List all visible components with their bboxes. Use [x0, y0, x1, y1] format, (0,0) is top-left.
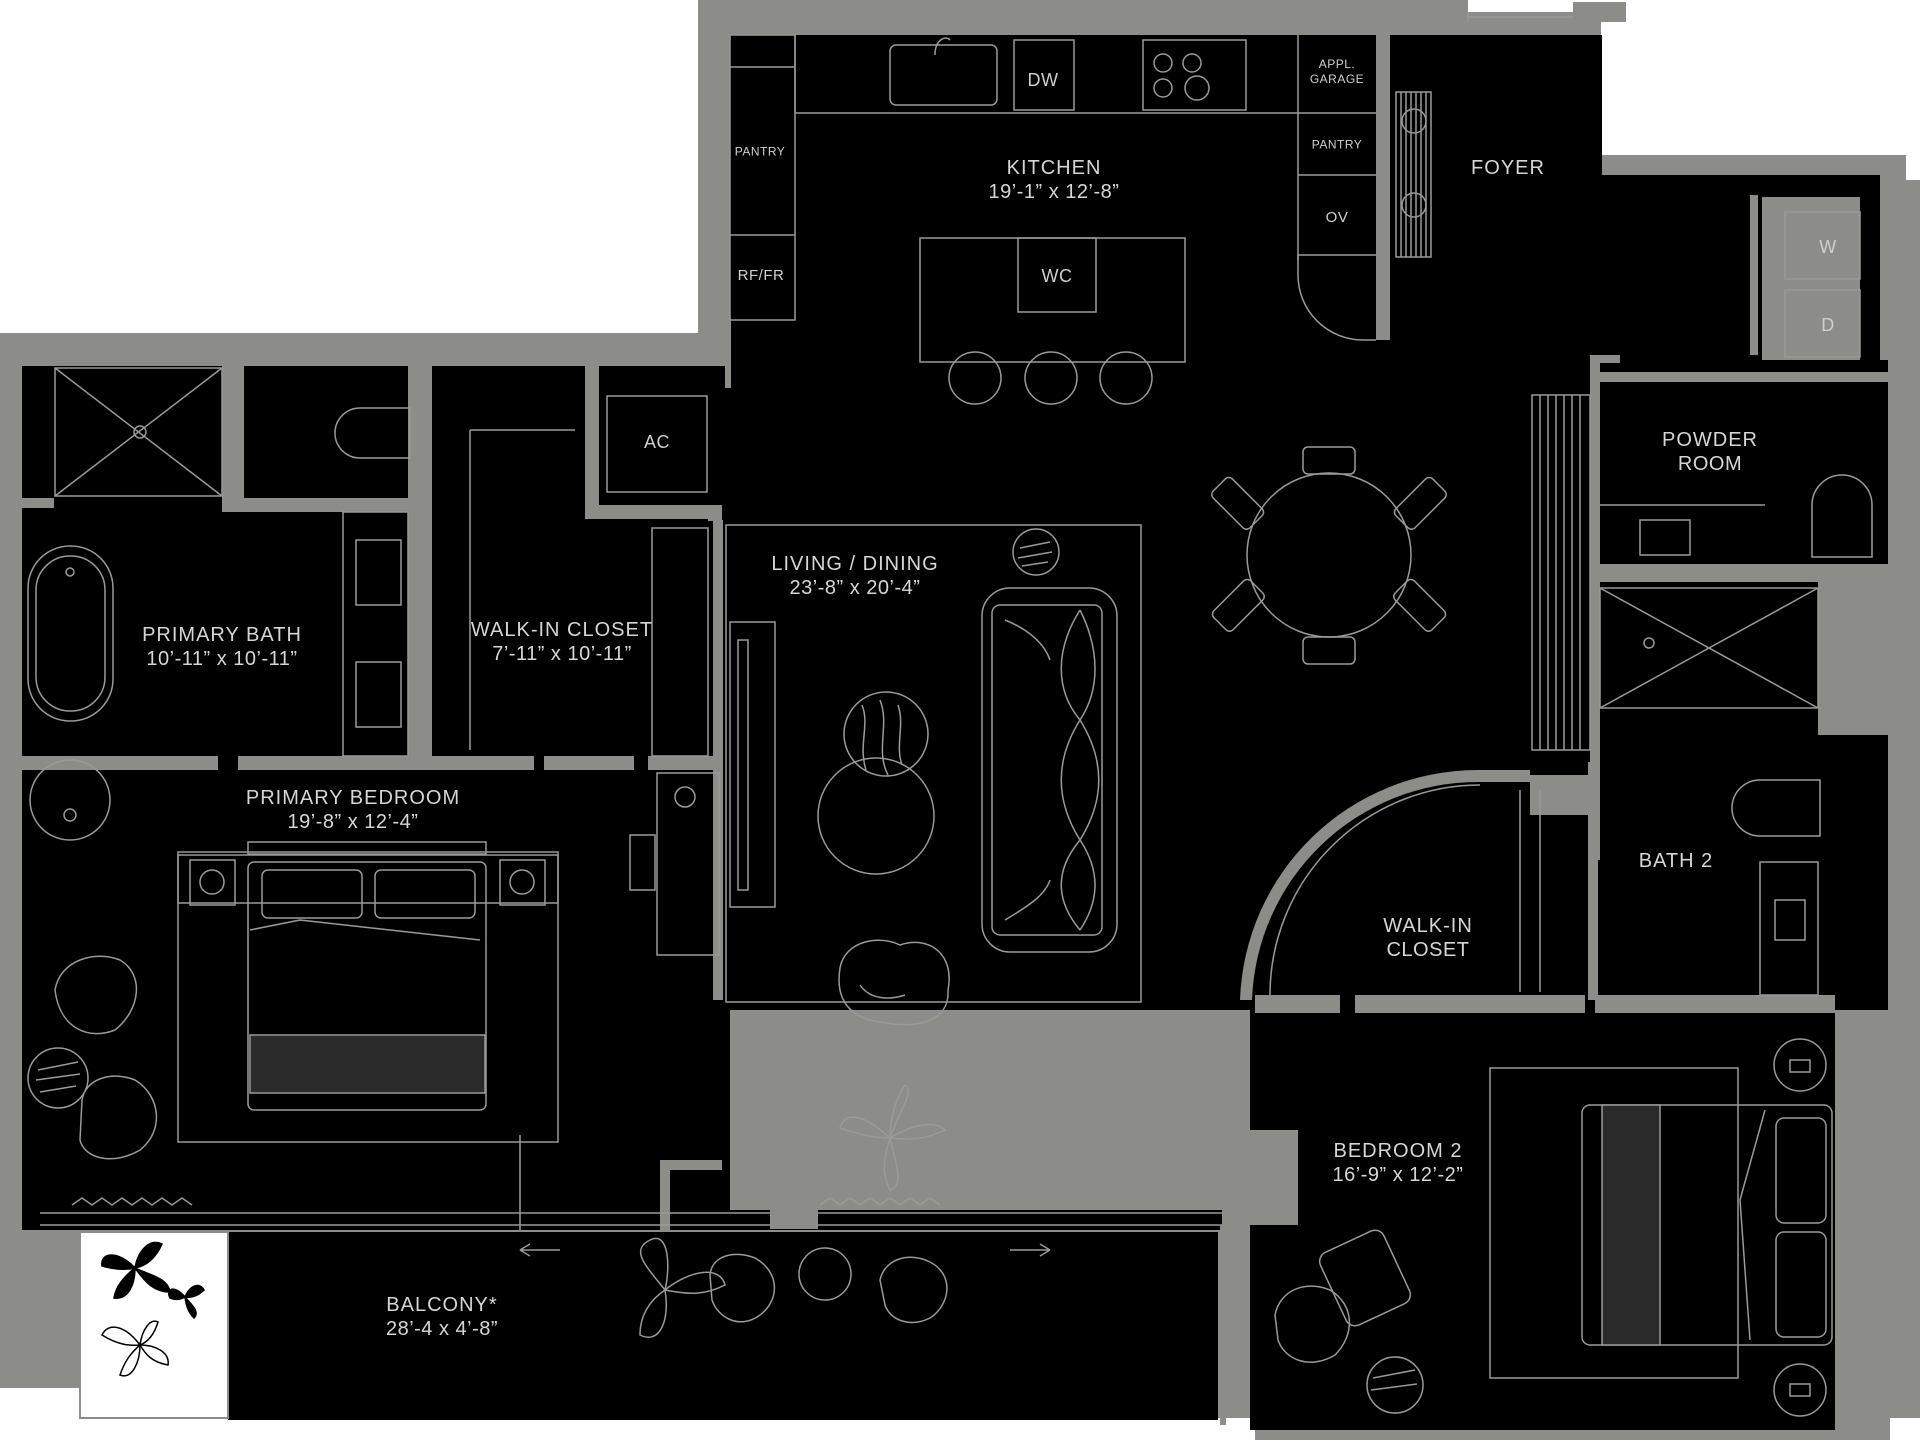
- living-dining-label: LIVING / DINING 23’-8” x 20’-4”: [771, 552, 938, 600]
- refrigerator-label: RF/FR: [737, 267, 785, 284]
- living-dims: 23’-8” x 20’-4”: [789, 577, 921, 599]
- ac-label: AC: [643, 432, 671, 452]
- primary-bedroom-label: PRIMARY BEDROOM 19’-8” x 12’-4”: [246, 786, 460, 834]
- balcony-label: BALCONY* 28’-4 x 4’-8”: [386, 1293, 498, 1341]
- bath-2-label: BATH 2: [1639, 849, 1714, 873]
- appl-line2: GARAGE: [1309, 72, 1365, 86]
- bedroom-2-name: BEDROOM 2: [1333, 1140, 1463, 1162]
- wine-cooler-label: WC: [1041, 266, 1073, 286]
- walk-in-2-line1: WALK-IN: [1383, 915, 1473, 937]
- dryer-label: D: [1821, 315, 1835, 335]
- foyer-name: FOYER: [1471, 157, 1545, 179]
- powder-line1: POWDER: [1662, 429, 1758, 451]
- kitchen-label: KITCHEN 19’-1” x 12’-8”: [989, 156, 1120, 204]
- primary-bath-label: PRIMARY BATH 10’-11” x 10’-11”: [142, 623, 302, 671]
- walk-in-closet-dims: 7’-11” x 10’-11”: [492, 643, 632, 665]
- primary-bath-name: PRIMARY BATH: [142, 624, 302, 646]
- primary-bedroom-name: PRIMARY BEDROOM: [245, 787, 461, 809]
- planter-circle: [767, 1135, 815, 1183]
- walk-in-2-line2: CLOSET: [1386, 939, 1470, 961]
- line-work: [27, 12, 1873, 1417]
- washer-label: W: [1819, 237, 1837, 257]
- powder-line2: ROOM: [1677, 453, 1743, 475]
- living-name: LIVING / DINING: [771, 553, 939, 575]
- appl-line1: APPL.: [1318, 57, 1356, 71]
- kitchen-dims: 19’-1” x 12’-8”: [988, 181, 1120, 203]
- pantry-right-label: PANTRY: [1311, 137, 1363, 152]
- oven-label: OV: [1325, 209, 1349, 226]
- balcony-dims: 28’-4 x 4’-8”: [385, 1318, 499, 1340]
- kitchen-name: KITCHEN: [1006, 157, 1102, 179]
- balcony-name: BALCONY*: [386, 1294, 498, 1316]
- walk-in-closet-name: WALK-IN CLOSET: [470, 619, 654, 641]
- walk-in-closet-2-label: WALK-IN CLOSET: [1383, 914, 1473, 962]
- walk-in-closet-label: WALK-IN CLOSET 7’-11” x 10’-11”: [471, 618, 653, 666]
- balcony-step: [770, 1205, 818, 1229]
- appliance-garage-label: APPL. GARAGE: [1310, 57, 1364, 87]
- bath-2-name: BATH 2: [1638, 850, 1714, 872]
- dishwasher-label: DW: [1027, 70, 1059, 90]
- bedroom-2-label: BEDROOM 2 16’-9” x 12’-2”: [1333, 1139, 1464, 1187]
- interior-walls: [22, 35, 1888, 1425]
- primary-bath-dims: 10’-11” x 10’-11”: [146, 648, 298, 670]
- balcony-planter-leaves: [101, 1241, 205, 1377]
- powder-room-label: POWDER ROOM: [1662, 428, 1758, 476]
- pantry-left-label: PANTRY: [734, 144, 786, 159]
- foyer-label: FOYER: [1471, 156, 1545, 180]
- bedroom-2-dims: 16’-9” x 12’-2”: [1332, 1164, 1464, 1186]
- primary-bedroom-dims: 19’-8” x 12’-4”: [287, 811, 419, 833]
